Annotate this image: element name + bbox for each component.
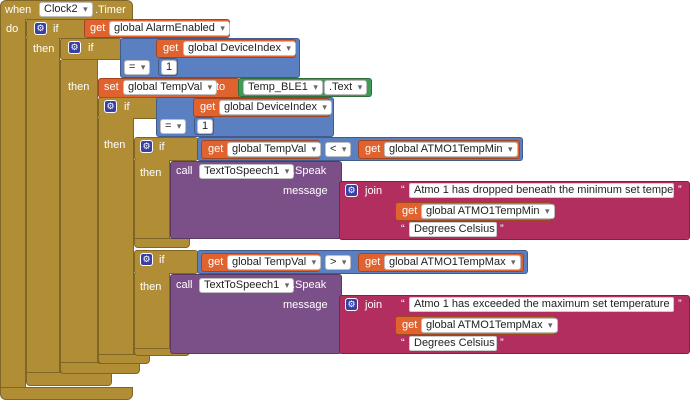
quote-close-icon: ” [678, 298, 682, 310]
equals-operator-dropdown-inner[interactable]: = [160, 119, 187, 134]
get-label: get [402, 205, 418, 217]
if-device-inner-bottom [98, 354, 150, 364]
number-value[interactable]: 1 [161, 60, 178, 75]
then-label: then [104, 139, 126, 151]
text-string-min-1[interactable]: Atmo 1 has dropped beneath the minimum s… [409, 183, 674, 198]
variable-dropdown-tempval-min[interactable]: global TempVal [227, 142, 322, 157]
quote-close-icon: ” [500, 337, 504, 349]
if-max-then-spine [134, 273, 170, 355]
if-min-then-spine [134, 160, 170, 242]
if-device-then-spine [60, 60, 98, 372]
quote-open-icon: “ [401, 223, 405, 235]
to-label: to [216, 81, 226, 93]
clock-component-dropdown[interactable]: Clock2 [39, 2, 93, 17]
gear-icon[interactable]: ⚙ [68, 41, 81, 54]
message-label: message [283, 185, 328, 197]
if-label: if [159, 141, 165, 153]
join-label: join [365, 299, 383, 311]
get-label: get [200, 101, 216, 113]
variable-dropdown-device-index-inner[interactable]: global DeviceIndex [219, 100, 332, 115]
message-label: message [283, 299, 328, 311]
text-string-max-2[interactable]: Degrees Celsius [409, 336, 497, 351]
quote-close-icon: ” [500, 223, 504, 235]
call-label: call [176, 165, 193, 177]
gear-icon[interactable]: ⚙ [345, 298, 358, 311]
if-device-inner-then-spine [98, 118, 134, 364]
if-label: if [159, 254, 165, 266]
text-to-speech-component-dropdown[interactable]: TextToSpeech1 [199, 278, 295, 293]
event-block-bottom [0, 387, 133, 400]
number-value-inner[interactable]: 1 [197, 119, 214, 134]
get-label: get [365, 143, 381, 155]
get-label: get [208, 256, 224, 268]
quote-open-icon: “ [401, 184, 405, 196]
gear-icon[interactable]: ⚙ [140, 253, 153, 266]
quote-open-icon: “ [401, 337, 405, 349]
gear-icon[interactable]: ⚙ [140, 140, 153, 153]
then-label: then [33, 43, 55, 55]
when-label: when [5, 4, 32, 16]
gear-icon[interactable]: ⚙ [345, 184, 358, 197]
speak-method-label: .Speak [292, 165, 327, 177]
if-label: if [124, 101, 130, 113]
gear-icon[interactable]: ⚙ [34, 22, 47, 35]
then-label: then [140, 167, 162, 179]
if-label: if [53, 23, 59, 35]
get-label: get [208, 143, 224, 155]
then-label: then [140, 281, 162, 293]
quote-close-icon: ” [678, 184, 682, 196]
variable-dropdown-atmo1-tempmax[interactable]: global ATMO1TempMax [384, 255, 521, 270]
text-to-speech-component-dropdown[interactable]: TextToSpeech1 [199, 164, 295, 179]
less-than-operator-dropdown[interactable]: < [325, 142, 352, 157]
variable-dropdown-tempval-max[interactable]: global TempVal [227, 255, 322, 270]
if-label: if [88, 42, 94, 54]
variable-dropdown-tempval-set[interactable]: global TempVal [123, 80, 218, 95]
variable-dropdown-alarm-enabled[interactable]: global AlarmEnabled [109, 21, 230, 36]
text-string-max-1[interactable]: Atmo 1 has exceeded the maximum set temp… [409, 297, 674, 312]
join-label: join [365, 185, 383, 197]
quote-open-icon: “ [401, 298, 405, 310]
variable-dropdown-atmo1-tempmax-join[interactable]: global ATMO1TempMax [421, 318, 558, 333]
greater-than-operator-dropdown[interactable]: > [325, 255, 352, 270]
gear-icon[interactable]: ⚙ [104, 100, 117, 113]
then-label: then [68, 81, 90, 93]
get-label: get [90, 22, 106, 34]
temp-ble-component-dropdown[interactable]: Temp_BLE1 [243, 80, 323, 95]
if-alarm-bottom [26, 372, 112, 386]
get-label: get [402, 319, 418, 331]
do-label: do [6, 23, 19, 35]
variable-dropdown-atmo1-tempmin[interactable]: global ATMO1TempMin [384, 142, 518, 157]
if-alarm-then-spine [26, 38, 60, 380]
set-label: set [104, 81, 119, 93]
variable-dropdown-device-index[interactable]: global DeviceIndex [183, 41, 296, 56]
text-string-min-2[interactable]: Degrees Celsius [409, 222, 497, 237]
equals-operator-dropdown[interactable]: = [124, 60, 151, 75]
timer-event-label: .Timer [95, 4, 126, 16]
call-label: call [176, 279, 193, 291]
get-label: get [163, 42, 179, 54]
if-min-bottom [134, 238, 190, 248]
variable-dropdown-atmo1-tempmin-join[interactable]: global ATMO1TempMin [421, 204, 555, 219]
get-label: get [365, 256, 381, 268]
text-property-dropdown[interactable]: .Text [324, 80, 368, 95]
speak-method-label: .Speak [292, 279, 327, 291]
event-do-spine [0, 19, 26, 391]
